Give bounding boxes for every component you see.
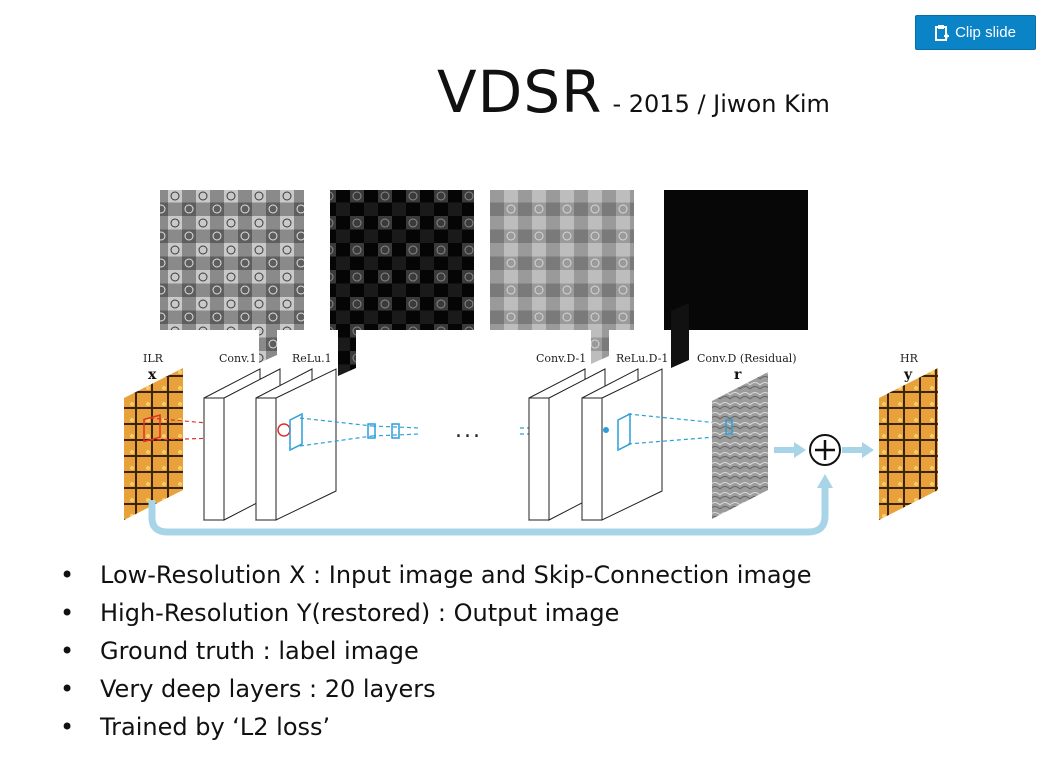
label-x: x xyxy=(148,367,157,383)
list-item: •High-Resolution Y(restored) : Output im… xyxy=(60,599,620,627)
list-item: •Low-Resolution X : Input image and Skip… xyxy=(60,561,812,589)
title-main: VDSR xyxy=(437,58,603,126)
label-ilr: ILR xyxy=(143,352,163,365)
list-item: •Ground truth : label image xyxy=(60,637,419,665)
label-convd: Conv.D (Residual) xyxy=(697,352,797,365)
label-r: r xyxy=(734,367,742,383)
label-y: y xyxy=(904,367,913,383)
label-relud1: ReLu.D-1 xyxy=(616,352,669,365)
label-conv1: Conv.1 xyxy=(219,352,257,365)
clip-slide-label: Clip slide xyxy=(955,24,1016,41)
title-sub: - 2015 / Jiwon Kim xyxy=(612,90,830,118)
slide-title: VDSR - 2015 / Jiwon Kim xyxy=(437,58,830,126)
input-image-x xyxy=(124,368,183,520)
skip-connection xyxy=(148,486,829,536)
residual-image-r xyxy=(712,372,768,519)
feature-map-relu1 xyxy=(330,190,474,330)
list-item: •Trained by ‘L2 loss’ xyxy=(60,713,331,741)
feature-map-conv1 xyxy=(160,190,304,330)
output-image-y xyxy=(879,368,938,520)
ellipsis: ... xyxy=(455,418,482,443)
feature-map-convd1 xyxy=(490,190,634,330)
clip-slide-button[interactable]: Clip slide xyxy=(915,15,1036,50)
bullet-list: •Low-Resolution X : Input image and Skip… xyxy=(58,558,812,748)
clip-icon xyxy=(935,24,950,41)
label-convd1: Conv.D-1 xyxy=(536,352,587,365)
list-item: •Very deep layers : 20 layers xyxy=(60,675,436,703)
label-relu1: ReLu.1 xyxy=(292,352,332,365)
label-hr: HR xyxy=(900,352,918,365)
